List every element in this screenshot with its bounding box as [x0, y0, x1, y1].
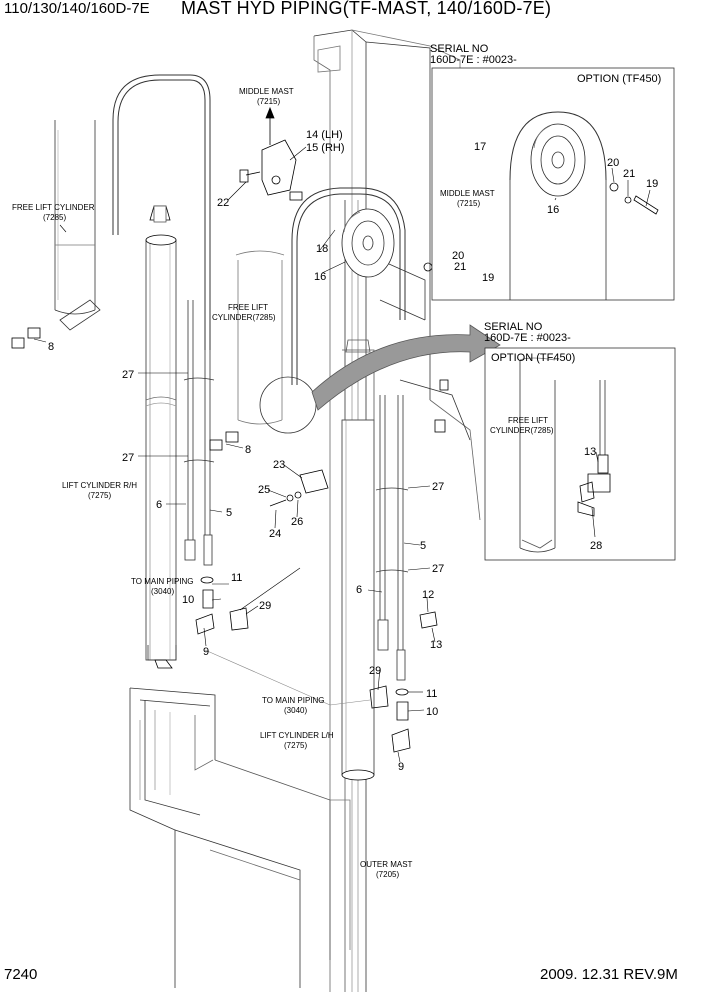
- svg-text:FREE LIFT CYLINDER: FREE LIFT CYLINDER: [12, 203, 95, 212]
- outer-mast-bottom-frame: [129, 687, 351, 988]
- part-9-left: 9: [203, 646, 209, 658]
- reference-labels: MIDDLE MAST (7215) MIDDLE MAST (7215) FR…: [12, 43, 661, 879]
- part-23: 23: [273, 459, 285, 471]
- part-27-c: 27: [432, 481, 444, 493]
- part-6-right: 6: [356, 584, 362, 596]
- part-13-option: 13: [584, 446, 596, 458]
- svg-text:MIDDLE MAST: MIDDLE MAST: [440, 189, 495, 198]
- option-box-top: [431, 67, 675, 301]
- svg-text:FREE LIFT: FREE LIFT: [228, 303, 268, 312]
- svg-text:(7275): (7275): [88, 491, 111, 500]
- pipes-5-6-right: [375, 395, 409, 681]
- free-lift-cylinder-left: [54, 120, 101, 331]
- part-18: 18: [316, 243, 328, 255]
- option-box-middle: [484, 347, 676, 561]
- part-17: 17: [474, 141, 486, 153]
- part-27-b: 27: [122, 452, 134, 464]
- plug-8-center: [209, 431, 239, 451]
- revision-date: 2009. 12.31 REV.9M: [540, 966, 678, 983]
- svg-text:(7215): (7215): [457, 199, 480, 208]
- part-29-right: 29: [369, 665, 381, 677]
- part-16-option: 16: [547, 204, 559, 216]
- part-11-left: 11: [231, 572, 242, 584]
- part-11-right: 11: [426, 688, 437, 700]
- part-12: 12: [422, 589, 434, 601]
- part-20-option: 20: [607, 157, 619, 169]
- part-21-option: 21: [623, 168, 635, 180]
- svg-text:(7275): (7275): [284, 741, 307, 750]
- svg-text:(7285): (7285): [43, 213, 66, 222]
- svg-text:(3040): (3040): [284, 706, 307, 715]
- part-27-d: 27: [432, 563, 444, 575]
- svg-text:LIFT CYLINDER L/H: LIFT CYLINDER L/H: [260, 731, 334, 740]
- part-13: 13: [430, 639, 442, 651]
- part-24: 24: [269, 528, 281, 540]
- page-title: MAST HYD PIPING(TF-MAST, 140/160D-7E): [181, 0, 552, 18]
- lift-cylinder-lh: [341, 339, 375, 781]
- svg-text:TO MAIN PIPING: TO MAIN PIPING: [131, 577, 194, 586]
- part-10-right: 10: [426, 706, 438, 718]
- svg-text:FREE LIFT: FREE LIFT: [508, 416, 548, 425]
- part-21: 21: [454, 261, 466, 273]
- part-15-rh: 15 (RH): [306, 142, 345, 154]
- svg-text:MIDDLE MAST: MIDDLE MAST: [239, 87, 294, 96]
- svg-text:(3040): (3040): [151, 587, 174, 596]
- part-20: 20: [452, 250, 464, 262]
- svg-text:(7205): (7205): [376, 870, 399, 879]
- hose-loop-left: [112, 74, 211, 350]
- page-number: 7240: [4, 966, 38, 983]
- svg-text:SERIAL NO: SERIAL NO: [484, 321, 543, 333]
- part-22: 22: [217, 197, 229, 209]
- part-5-right: 5: [420, 540, 426, 552]
- svg-text:CYLINDER(7285): CYLINDER(7285): [212, 313, 276, 322]
- part-16: 16: [314, 271, 326, 283]
- model-label: 110/130/140/160D-7E: [4, 0, 150, 17]
- part-28: 28: [590, 540, 602, 552]
- part-10-left: 10: [182, 594, 194, 606]
- svg-text:OPTION (TF450): OPTION (TF450): [491, 352, 575, 364]
- part-8-left: 8: [48, 341, 54, 353]
- hardware-23-26: [269, 469, 329, 507]
- part-8-center: 8: [245, 444, 251, 456]
- part-9-right: 9: [398, 761, 404, 773]
- part-5-left: 5: [226, 507, 232, 519]
- svg-text:OUTER MAST: OUTER MAST: [360, 860, 413, 869]
- svg-text:TO MAIN PIPING: TO MAIN PIPING: [262, 696, 325, 705]
- svg-text:LIFT CYLINDER R/H: LIFT CYLINDER R/H: [62, 481, 137, 490]
- svg-text:OPTION (TF450): OPTION (TF450): [577, 73, 661, 85]
- part-26: 26: [291, 516, 303, 528]
- svg-text:160D-7E : #0023-: 160D-7E : #0023-: [484, 332, 571, 344]
- svg-text:SERIAL NO: SERIAL NO: [430, 43, 489, 55]
- svg-text:CYLINDER(7285): CYLINDER(7285): [490, 426, 554, 435]
- part-29-left: 29: [259, 600, 271, 612]
- hose-loop-center: [291, 187, 406, 385]
- part-19: 19: [482, 272, 494, 284]
- lift-cylinder-rh: [145, 205, 177, 669]
- part-25: 25: [258, 484, 270, 496]
- plug-8-left: [11, 327, 41, 349]
- part-14-lh: 14 (LH): [306, 129, 343, 141]
- part-6-left: 6: [156, 499, 162, 511]
- part-numbers: 14 (LH) 15 (RH) 22 17 20 21 19 16 18 16 …: [48, 129, 658, 773]
- free-lift-cylinder-center: [235, 250, 285, 425]
- pipes-5-6-left: [183, 300, 215, 566]
- svg-text:(7215): (7215): [257, 97, 280, 106]
- fittings-left: [195, 576, 249, 635]
- bracket-14-15: [239, 106, 303, 201]
- fittings-right: [369, 611, 438, 753]
- part-27-a: 27: [122, 369, 134, 381]
- part-19-option: 19: [646, 178, 658, 190]
- pulley-16-center: [341, 208, 395, 278]
- svg-text:160D-7E : #0023-: 160D-7E : #0023-: [430, 54, 517, 66]
